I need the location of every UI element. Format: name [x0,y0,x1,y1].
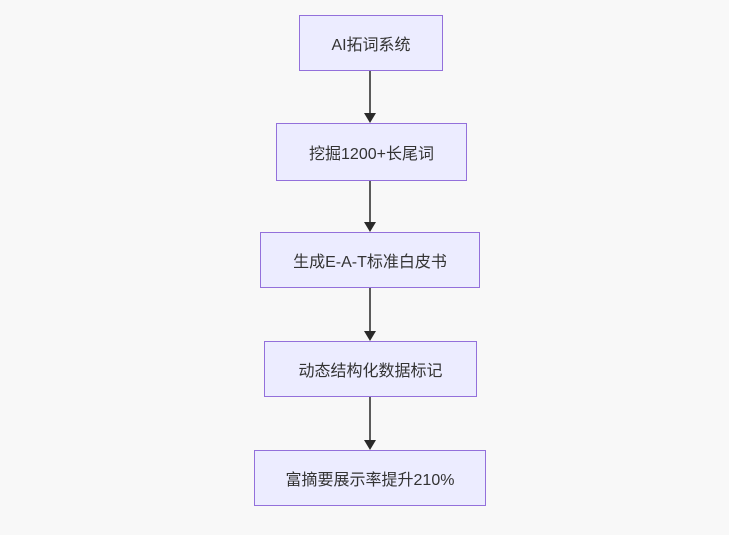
arrow-line [369,181,371,223]
arrow-connector-1 [364,71,376,123]
arrow-connector-3 [364,288,376,341]
flow-node-label: 富摘要展示率提升210% [285,472,455,489]
flow-node-label: 生成E-A-T标准白皮书 [293,254,447,271]
arrowhead-icon [364,222,376,232]
arrow-line [369,288,371,332]
flow-node-longtail-mining: 挖掘1200+长尾词 [276,123,467,181]
arrowhead-icon [364,440,376,450]
arrow-line [369,397,371,441]
arrow-line [369,71,371,114]
flow-node-structured-data-markup: 动态结构化数据标记 [264,341,477,397]
flow-node-label: 动态结构化数据标记 [298,363,443,380]
flow-node-ai-keyword-system: AI拓词系统 [299,15,443,71]
flow-node-label: AI拓词系统 [331,37,411,54]
arrowhead-icon [364,331,376,341]
flow-node-rich-snippet-result: 富摘要展示率提升210% [254,450,486,506]
arrowhead-icon [364,113,376,123]
arrow-connector-4 [364,397,376,450]
arrow-connector-2 [364,181,376,232]
flow-node-eat-whitepaper: 生成E-A-T标准白皮书 [260,232,480,288]
flow-node-label: 挖掘1200+长尾词 [309,146,434,163]
